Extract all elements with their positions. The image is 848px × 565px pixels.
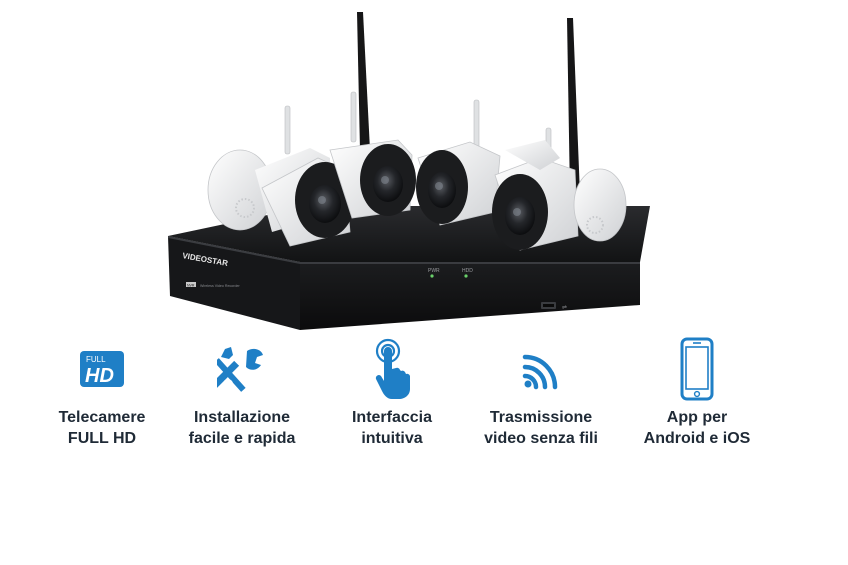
feature-label-line2: FULL HD [67,430,137,447]
camera-5 [492,157,579,251]
feature-label-line2: video senza fili [484,430,598,447]
feature-label: Telecamere FULL HD [27,407,177,449]
feature-wireless: Trasmissione video senza fili [466,335,616,449]
product-image: PWR HDD ⇌ VIDEOSTAR NVR Wireless Video R… [168,12,650,330]
hdd-led-label: HDD [462,268,473,274]
feature-label-line1: App per [666,409,728,426]
feature-label-line1: Installazione [193,409,291,426]
feature-label-line2: intuitiva [361,430,423,447]
svg-text:HD: HD [85,365,114,387]
touch-hand-icon [317,335,467,403]
feature-label-line2: Android e iOS [643,430,751,447]
feature-label-line1: Interfaccia [351,409,433,426]
feature-label-line2: facile e rapida [188,430,296,447]
feature-full-hd: FULL HD Telecamere FULL HD [27,335,177,449]
feature-label: Installazione facile e rapida [167,407,317,449]
wifi-signal-icon [466,335,616,403]
pwr-led-label: PWR [428,268,440,274]
front-small-label: Wireless Video Recorder [200,284,240,288]
camera-4 [416,141,501,226]
model-tag-text: NVR [187,284,195,288]
feature-list: FULL HD Telecamere FULL HD Installazione [0,335,848,455]
feature-app: App per Android e iOS [622,335,772,449]
feature-label-line1: Telecamere [58,409,146,426]
feature-installation: Installazione facile e rapida [167,335,317,449]
feature-label: Interfaccia intuitiva [317,407,467,449]
svg-text:⇌: ⇌ [562,304,567,311]
feature-label-line1: Trasmissione [489,409,593,426]
smartphone-icon [622,335,772,403]
tools-icon [167,335,317,403]
feature-label: App per Android e iOS [622,407,772,449]
camera-6 [505,140,627,242]
feature-interface: Interfaccia intuitiva [317,335,467,449]
camera-3 [329,139,416,219]
full-hd-icon: FULL HD [27,335,177,403]
svg-text:FULL: FULL [86,355,106,364]
feature-label: Trasmissione video senza fili [466,407,616,449]
